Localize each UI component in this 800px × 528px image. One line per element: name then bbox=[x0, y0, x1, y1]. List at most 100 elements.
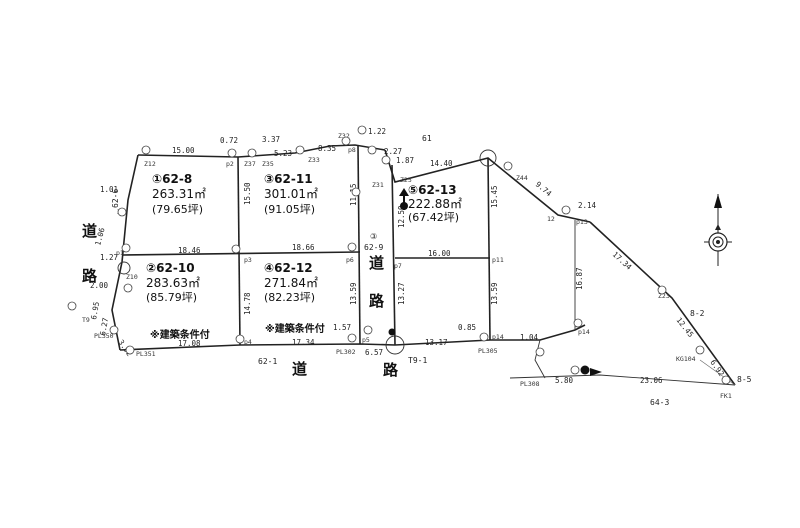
lot-5: ⑤62-13 222.88㎡ (67.42坪) bbox=[408, 183, 462, 224]
road-lot-label: 62-9 bbox=[364, 243, 383, 252]
marker-icon bbox=[347, 242, 357, 252]
dim-18-66: 18.66 bbox=[292, 243, 315, 252]
point-z25: Z25 bbox=[400, 176, 412, 184]
marker-icon bbox=[141, 145, 151, 155]
division-lot5-east bbox=[487, 157, 491, 341]
point-kg104: KG104 bbox=[676, 355, 696, 363]
neighbor-8-5: 8-5 bbox=[737, 375, 752, 384]
point-pl308: PL308 bbox=[520, 380, 540, 388]
road-char-center-1: 道 bbox=[369, 254, 384, 272]
road-char-south-1: 道 bbox=[292, 360, 307, 378]
lot-3: ③62-11 301.01㎡ (91.05坪) bbox=[264, 172, 318, 216]
lot-5-number: ⑤62-13 bbox=[408, 183, 457, 197]
dim-1-57: 1.57 bbox=[333, 323, 351, 332]
division-lot3-road bbox=[357, 145, 361, 345]
dim-0-85: 0.85 bbox=[458, 323, 476, 332]
lot-2-tsubo: (85.79坪) bbox=[146, 291, 197, 304]
point-p7: p7 bbox=[394, 262, 402, 270]
dim-9-74: 9.74 bbox=[534, 180, 554, 199]
arrow-right-icon bbox=[590, 368, 602, 376]
dim-13-59-a: 13.59 bbox=[349, 282, 358, 305]
dim-3-37: 3.37 bbox=[262, 135, 280, 144]
building-condition-note-1: ※建築条件付 bbox=[150, 328, 210, 341]
neighbor-t9-1: T9-1 bbox=[408, 356, 427, 365]
lot-3-number: ③62-11 bbox=[264, 172, 313, 186]
boundary-north bbox=[137, 144, 386, 158]
marker-icon bbox=[227, 148, 237, 158]
boundary-pl308 bbox=[534, 339, 546, 379]
road-char-west-1: 道 bbox=[82, 222, 97, 240]
dim-13-17: 13.17 bbox=[425, 338, 448, 347]
point-t9: T9 bbox=[82, 316, 90, 324]
dim-14-78: 14.78 bbox=[243, 292, 252, 315]
survey-circle-south bbox=[385, 335, 405, 355]
marker-icon bbox=[561, 205, 571, 215]
lot-2-number: ②62-10 bbox=[146, 261, 195, 275]
dim-16-00: 16.00 bbox=[428, 249, 451, 258]
marker-icon bbox=[367, 145, 377, 155]
point-p1: p1 bbox=[116, 249, 124, 257]
dim-bottom-17-34: 17.34 bbox=[292, 338, 315, 347]
marker-icon bbox=[109, 325, 119, 335]
point-p2: p2 bbox=[226, 160, 234, 168]
marker-icon bbox=[479, 332, 489, 342]
dim-15-50: 15.50 bbox=[243, 182, 252, 205]
marker-icon bbox=[341, 136, 351, 146]
location-pins bbox=[388, 188, 602, 376]
building-condition-note-2: ※建築条件付 bbox=[265, 322, 325, 335]
pin-icon bbox=[580, 365, 590, 375]
point-z33: Z33 bbox=[308, 156, 320, 164]
dim-13-27: 13.27 bbox=[397, 282, 406, 305]
marker-icon bbox=[351, 187, 361, 197]
dim-1-22: 1.22 bbox=[368, 127, 386, 136]
point-p8: p8 bbox=[348, 146, 356, 154]
point-pl350: PL350 bbox=[94, 332, 114, 340]
marker-icon bbox=[121, 243, 131, 253]
dim-1-87: 1.87 bbox=[396, 156, 414, 165]
marker-icon bbox=[123, 283, 133, 293]
point-p4: p4 bbox=[244, 338, 252, 346]
lot-5-tsubo: (67.42坪) bbox=[408, 211, 459, 224]
marker-icon bbox=[231, 244, 241, 254]
marker-icon bbox=[235, 334, 245, 344]
dim-13-59-b: 13.59 bbox=[490, 282, 499, 305]
road-edge-south bbox=[509, 374, 736, 386]
neighbor-64-3: 64-3 bbox=[650, 398, 669, 407]
dim-14-40: 14.40 bbox=[430, 159, 453, 168]
pin-icon bbox=[388, 328, 396, 336]
point-z32: Z32 bbox=[338, 132, 350, 140]
point-pl302: PL302 bbox=[336, 348, 356, 356]
marker-icon bbox=[117, 207, 127, 217]
marker-icon bbox=[535, 347, 545, 357]
survey-point-labels: Z12 Z1 Z10 p1 PL350 T9 PL351 p2 Z37 Z35 … bbox=[82, 132, 732, 400]
point-p11: p11 bbox=[492, 256, 504, 264]
marker-icon bbox=[381, 155, 391, 165]
point-12: 12 bbox=[547, 215, 555, 223]
neighbor-62-1: 62-1 bbox=[258, 357, 277, 366]
point-p14-east: p14 bbox=[578, 328, 590, 336]
point-z31: Z31 bbox=[372, 181, 384, 189]
dim-12-45: 12.45 bbox=[674, 316, 695, 339]
dim-15-45: 15.45 bbox=[490, 185, 499, 208]
point-z23: Z23 bbox=[658, 292, 670, 300]
point-p13: p13 bbox=[576, 218, 588, 226]
point-p3: p3 bbox=[244, 256, 252, 264]
road-char-south-2: 路 bbox=[383, 361, 399, 379]
dim-5-23: 5.23 bbox=[274, 149, 292, 158]
parcel-boundaries bbox=[111, 144, 736, 386]
dim-23-06: 23.06 bbox=[640, 376, 663, 385]
point-z10: Z10 bbox=[126, 273, 138, 281]
lot-4-area: 271.84㎡ bbox=[264, 276, 318, 290]
lot-3-area: 301.01㎡ bbox=[264, 187, 318, 201]
boundary-east bbox=[589, 221, 736, 386]
lot-5-area: 222.88㎡ bbox=[408, 197, 462, 211]
point-z12: Z12 bbox=[144, 160, 156, 168]
point-fk1: FK1 bbox=[720, 392, 732, 400]
lot-4-number: ④62-12 bbox=[264, 261, 313, 275]
marker-icon bbox=[657, 285, 667, 295]
dim-6-27: 6.27 bbox=[98, 317, 110, 336]
marker-icon bbox=[721, 375, 731, 385]
dim-2-14: 2.14 bbox=[578, 201, 597, 210]
